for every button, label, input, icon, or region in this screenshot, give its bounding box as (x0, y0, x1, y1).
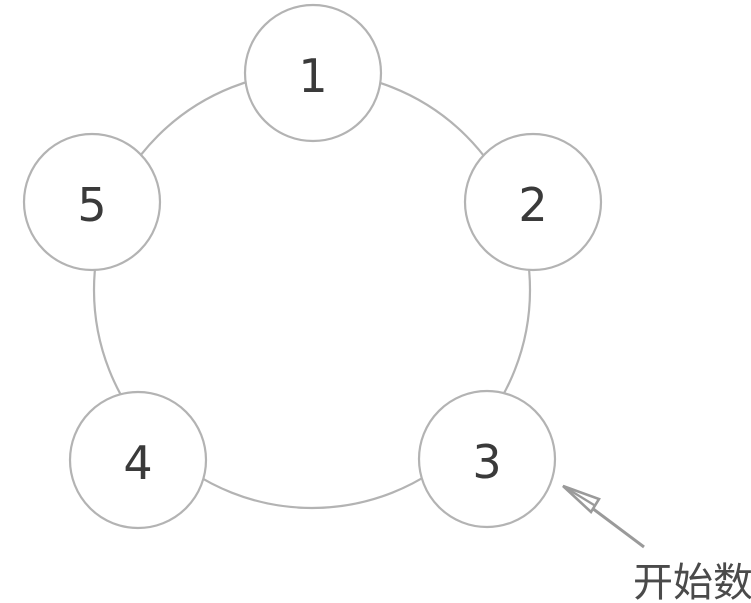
node-1[interactable]: 1 (243, 3, 383, 143)
node-3-label: 3 (472, 435, 501, 489)
start-pointer (562, 484, 645, 549)
node-2-label: 2 (518, 178, 547, 232)
node-1-circle[interactable] (243, 3, 383, 143)
start-caption: 开始数 (633, 560, 751, 603)
node-group: 1 2 3 4 5 (22, 3, 603, 530)
node-3[interactable]: 3 (417, 389, 557, 529)
node-1-label: 1 (298, 49, 327, 103)
node-3-circle[interactable] (417, 389, 557, 529)
node-4-circle[interactable] (68, 390, 208, 530)
node-4[interactable]: 4 (68, 390, 208, 530)
pointer-shaft (591, 506, 645, 549)
node-4-label: 4 (123, 436, 152, 490)
node-2-circle[interactable] (463, 132, 603, 272)
node-5[interactable]: 5 (22, 132, 162, 272)
pointer-arrowhead-crease (562, 485, 595, 506)
node-5-circle[interactable] (22, 132, 162, 272)
node-5-label: 5 (77, 178, 106, 232)
node-2[interactable]: 2 (463, 132, 603, 272)
